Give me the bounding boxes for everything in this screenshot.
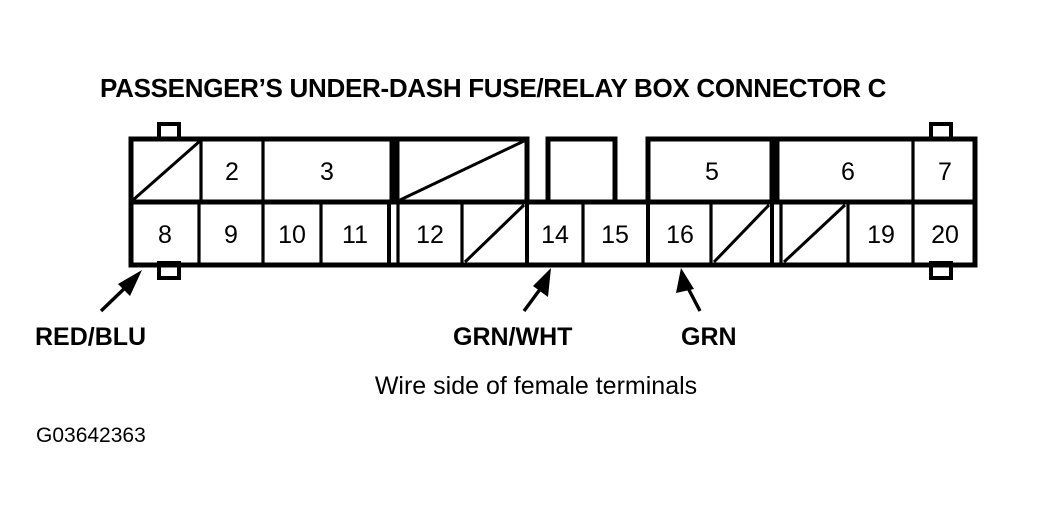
pin-label-2: 2 [225, 158, 239, 186]
top-cell-4-blank-diagonal [399, 139, 525, 202]
pin-label-5: 5 [705, 158, 719, 186]
pin-label-19: 19 [867, 221, 895, 249]
pin-label-14: 14 [541, 221, 569, 249]
wire-label-grn: GRN [681, 323, 737, 351]
callout-arrow-red-blu [99, 270, 142, 313]
bottom-row: 8 9 10 11 12 14 15 16 19 20 [128, 199, 978, 268]
pin-label-20: 20 [931, 221, 959, 249]
bottom-cell-17-blank-diagonal [712, 203, 771, 264]
top-row-isolated-box [545, 136, 618, 205]
pin-label-6: 6 [841, 158, 855, 186]
pin-label-7: 7 [938, 158, 952, 186]
top-isolated-empty-cell [545, 136, 618, 205]
callout-arrow-grn [676, 268, 702, 312]
top-row-segment-left: 2 3 [128, 136, 395, 205]
pin-label-11: 11 [342, 221, 368, 249]
pin-label-3: 3 [320, 158, 334, 186]
wire-label-grn-wht: GRN/WHT [453, 323, 572, 351]
pin-label-15: 15 [601, 221, 629, 249]
bottom-cell-13-blank-diagonal [463, 203, 526, 264]
pin-label-9: 9 [224, 221, 238, 249]
bottom-row-outline [128, 199, 978, 268]
top-cell-1-blank-diagonal [132, 139, 201, 202]
diagram-caption: Wire side of female terminals [375, 372, 697, 400]
pin-label-10: 10 [278, 221, 306, 249]
figure-id: G03642363 [36, 424, 146, 447]
wire-label-red-blu: RED/BLU [35, 323, 146, 351]
pin-label-12: 12 [416, 221, 444, 249]
top-row-segment-five: 5 [645, 136, 775, 205]
top-row-segment-blank-wide [394, 136, 530, 205]
bottom-cell-18-blank-diagonal [782, 203, 847, 264]
callout-arrow-grn-wht [522, 268, 551, 313]
top-row-segment-right: 6 7 [774, 136, 978, 205]
pin-label-8: 8 [158, 221, 172, 249]
pin-label-16: 16 [666, 221, 694, 249]
page-title: PASSENGER’S UNDER-DASH FUSE/RELAY BOX CO… [100, 73, 887, 103]
